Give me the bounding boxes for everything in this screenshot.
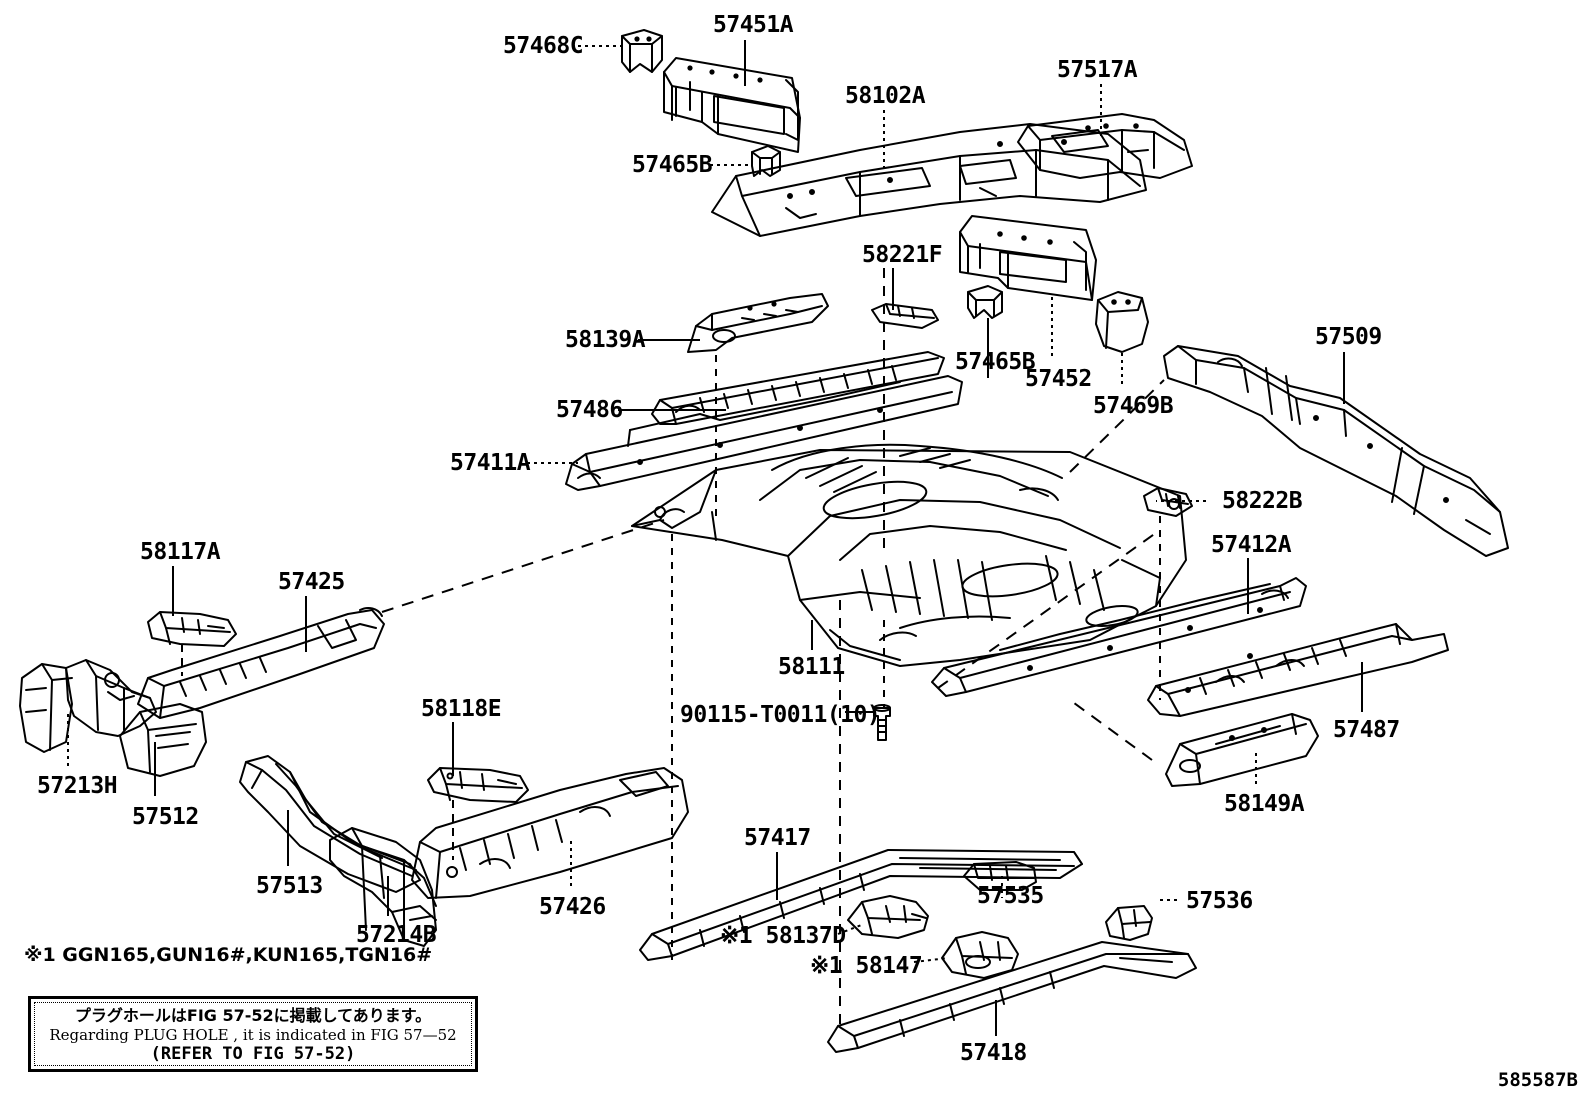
part-57425-shape (137, 607, 385, 719)
part-label-90115-t0011-10[interactable]: 90115-T0011(10) (680, 702, 881, 728)
part-label-58111[interactable]: 58111 (778, 654, 845, 680)
note-line-english: Regarding PLUG HOLE , it is indicated in… (49, 1025, 457, 1044)
part-58149a-shape (1165, 713, 1319, 787)
part-58221f-shape (871, 303, 939, 329)
part-label-1-58137d[interactable]: ※1 58137D (720, 923, 846, 949)
part-label-57469b[interactable]: 57469B (1093, 393, 1174, 419)
part-label-1-58147[interactable]: ※1 58147 (810, 953, 923, 979)
part-57468c-shape (621, 29, 663, 73)
part-bolt-shape (873, 704, 891, 741)
part-label-58149a[interactable]: 58149A (1224, 791, 1305, 817)
part-57509-shape (1163, 345, 1509, 557)
part-label-57512[interactable]: 57512 (132, 804, 199, 830)
part-label-58222b[interactable]: 58222B (1222, 488, 1303, 514)
part-label-57465b[interactable]: 57465B (632, 152, 713, 178)
part-label-57417[interactable]: 57417 (744, 825, 811, 851)
part-label-58118e[interactable]: 58118E (421, 696, 502, 722)
note-line-reference: (REFER TO FIG 57-52) (150, 1043, 356, 1064)
part-label-57536[interactable]: 57536 (1186, 888, 1253, 914)
part-label-57486[interactable]: 57486 (556, 397, 623, 423)
part-label-58139a[interactable]: 58139A (565, 327, 646, 353)
part-57465b-mid-shape (967, 285, 1003, 319)
part-57512-shape (65, 659, 157, 737)
part-57487-shape (1147, 623, 1449, 717)
part-57214b-shape (329, 827, 437, 947)
part-label-57468c[interactable]: 57468C (503, 33, 584, 59)
part-57536-shape (1105, 905, 1153, 941)
plug-hole-note-box: プラグホールはFIG 57-52に掲載してあります。 Regarding PLU… (28, 996, 478, 1072)
part-label-57213h[interactable]: 57213H (37, 773, 118, 799)
assembly-guide-lines (181, 268, 1165, 1030)
part-58147-shape (941, 931, 1019, 979)
part-58102a-shape (711, 123, 1147, 237)
part-label-57513[interactable]: 57513 (256, 873, 323, 899)
part-57513-shape (239, 755, 421, 893)
part-58137d-shape (847, 895, 929, 939)
part-58139a-shape (687, 293, 829, 353)
part-label-58102a[interactable]: 58102A (845, 83, 926, 109)
part-57213h-shape (19, 663, 73, 753)
part-label-57425[interactable]: 57425 (278, 569, 345, 595)
footnote-applicable-models: ※1 GGN165,GUN16#,KUN165,TGN16# (24, 944, 433, 966)
leader-lines (67, 40, 1363, 1036)
part-57412a-shape (931, 577, 1307, 697)
part-57513-cover-shape (119, 703, 207, 777)
part-label-57411a[interactable]: 57411A (450, 450, 531, 476)
part-57451a-shape (663, 57, 801, 153)
part-label-58221f[interactable]: 58221F (862, 242, 943, 268)
part-label-57509[interactable]: 57509 (1315, 324, 1382, 350)
part-57469b-shape (1095, 291, 1149, 353)
part-57465b-upper-shape (751, 145, 781, 177)
part-label-57451a[interactable]: 57451A (713, 12, 794, 38)
diagram-id: 585587B (1497, 1069, 1578, 1091)
plug-hole-note-inner: プラグホールはFIG 57-52に掲載してあります。 Regarding PLU… (34, 1002, 472, 1066)
note-line-japanese: プラグホールはFIG 57-52に掲載してあります。 (74, 1006, 432, 1025)
part-57452-shape (959, 215, 1097, 301)
part-label-57517a[interactable]: 57517A (1057, 57, 1138, 83)
part-label-57452[interactable]: 57452 (1025, 366, 1092, 392)
part-57486-shape (651, 351, 945, 425)
part-label-57426[interactable]: 57426 (539, 894, 606, 920)
part-57418-shape (827, 941, 1197, 1053)
part-58117a-shape (147, 611, 237, 647)
part-label-58117a[interactable]: 58117A (140, 539, 221, 565)
part-57517a-shape (1017, 113, 1193, 179)
part-57411a-shape (565, 375, 963, 491)
part-label-57465b[interactable]: 57465B (955, 349, 1036, 375)
part-label-57487[interactable]: 57487 (1333, 717, 1400, 743)
part-57535-shape (963, 861, 1037, 891)
part-label-57412a[interactable]: 57412A (1211, 532, 1292, 558)
part-57426-shape (411, 767, 689, 899)
part-58118e-shape (427, 767, 529, 803)
part-58111-shape (631, 443, 1187, 667)
part-label-57418[interactable]: 57418 (960, 1040, 1027, 1066)
part-label-57535[interactable]: 57535 (977, 883, 1044, 909)
part-label-57214b[interactable]: 57214B (356, 922, 437, 948)
